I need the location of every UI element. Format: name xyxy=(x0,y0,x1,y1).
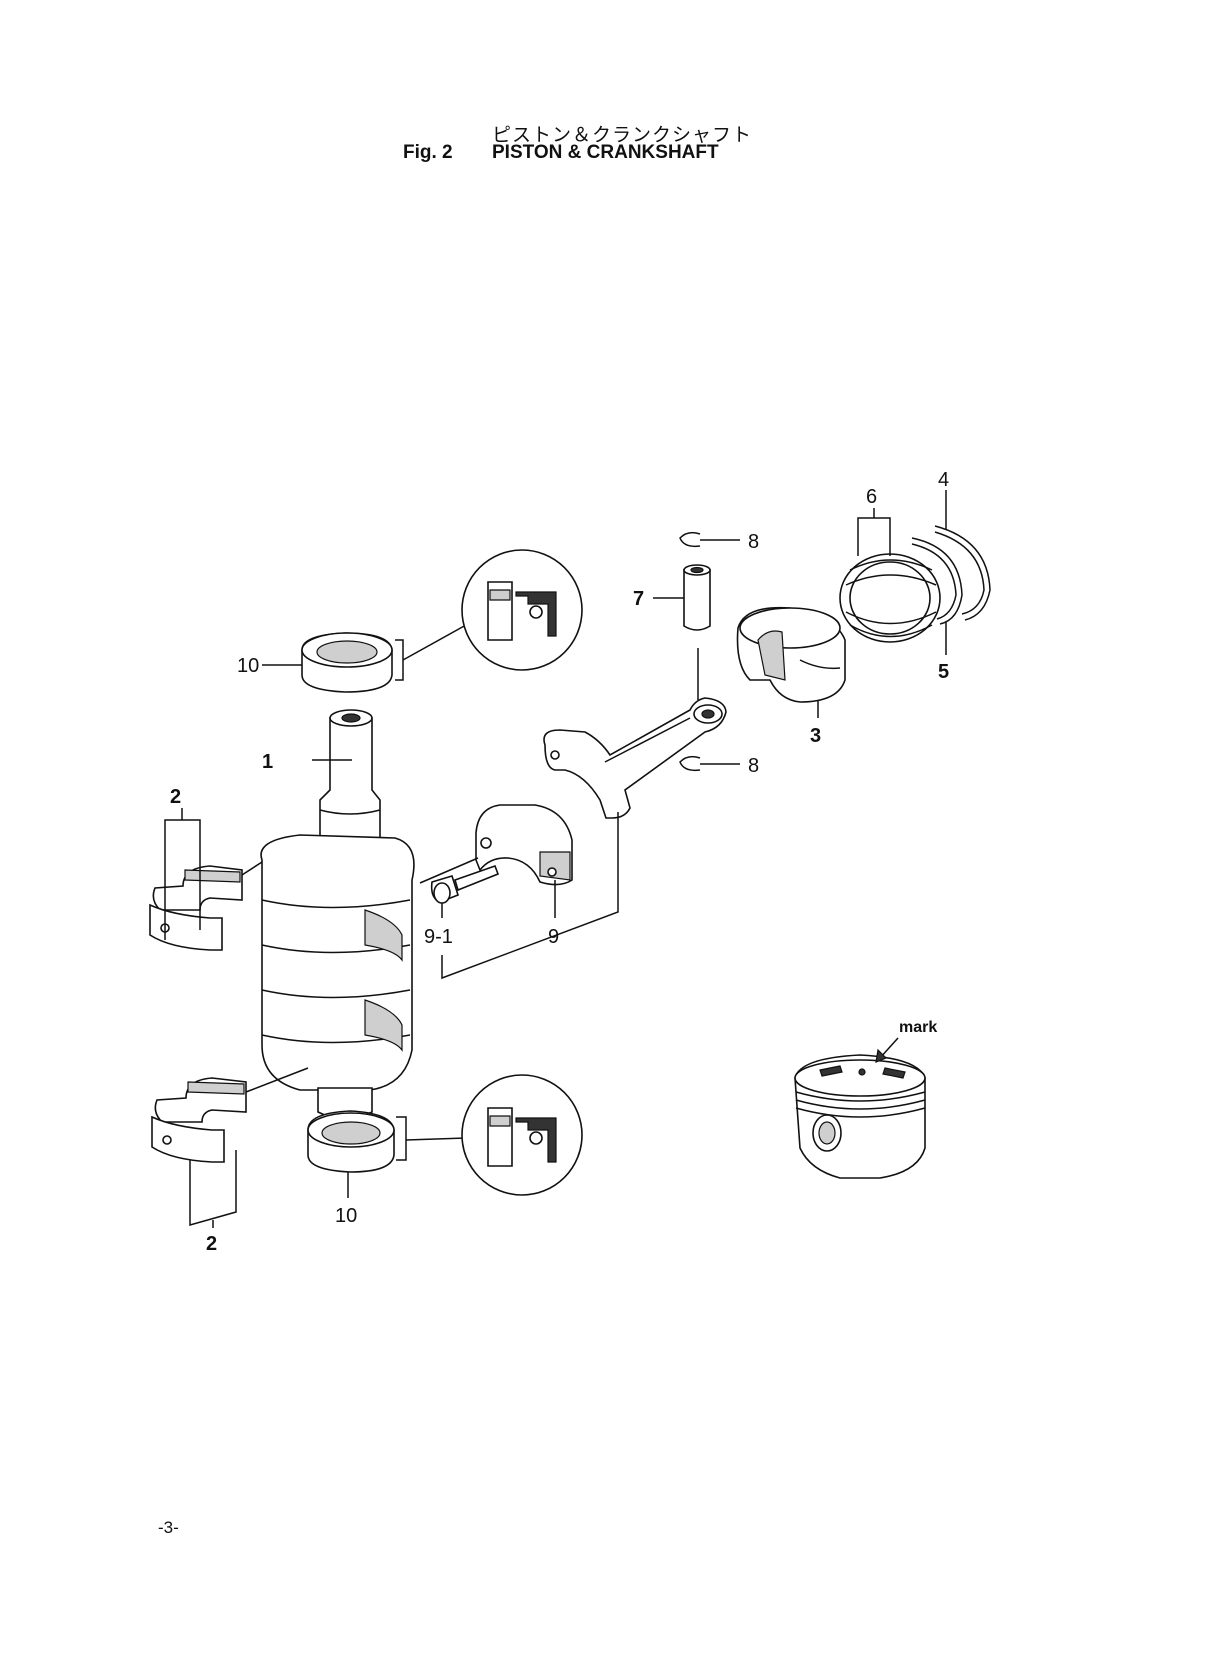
title-japanese: ピストン＆クランクシャフト xyxy=(492,124,753,146)
crankshaft-part xyxy=(260,709,415,1120)
clip-top-part xyxy=(679,531,701,548)
piston-ring-top-part xyxy=(934,525,991,621)
callout-9: 9 xyxy=(548,926,559,948)
rod-bolt-part xyxy=(430,864,500,904)
bracket-10-top xyxy=(395,639,404,681)
bracket-9 xyxy=(441,826,619,980)
callout-3: 3 xyxy=(810,725,821,747)
piston-part xyxy=(736,606,846,703)
connecting-rod-part xyxy=(543,697,727,819)
clip-bottom-part xyxy=(679,755,701,772)
piston-ring-set-part xyxy=(839,553,941,643)
callout-5: 5 xyxy=(938,661,949,683)
callout-9-1: 9-1 xyxy=(424,926,453,948)
callout-1: 1 xyxy=(262,751,273,773)
callout-8-bottom: 8 xyxy=(748,755,759,777)
title-english: PISTON & CRANKSHAFT xyxy=(492,142,719,163)
bracket-10-bottom xyxy=(396,1116,407,1161)
leader-line xyxy=(402,624,467,661)
bracket-2-bottom xyxy=(189,1150,237,1226)
callout-8-top: 8 xyxy=(748,531,759,553)
mark-arrow-head xyxy=(875,1048,888,1063)
callout-7: 7 xyxy=(633,588,644,610)
piston-pin-part xyxy=(683,564,711,631)
callout-10-bottom: 10 xyxy=(335,1205,357,1227)
oil-seal-bottom-part xyxy=(307,1110,395,1173)
callout-4: 4 xyxy=(938,469,949,491)
mark-label: mark xyxy=(899,1019,937,1036)
leader-line xyxy=(419,857,479,884)
callout-6: 6 xyxy=(866,486,877,508)
seal-detail-bottom xyxy=(461,1074,583,1196)
piston-mark-detail xyxy=(794,1054,926,1179)
page-number: -3- xyxy=(158,1518,179,1537)
leader-line xyxy=(245,1067,309,1093)
oil-seal-top-part xyxy=(301,632,393,693)
main-bearing-bottom-part xyxy=(151,1077,247,1163)
figure-label: Fig. 2 xyxy=(403,142,453,163)
piston-ring-second-part xyxy=(911,537,963,625)
rod-cap-part xyxy=(475,804,573,886)
callout-10-top: 10 xyxy=(237,655,259,677)
main-bearing-top-part xyxy=(149,865,243,951)
leader-line xyxy=(405,1137,467,1141)
callout-2-bottom: 2 xyxy=(206,1233,217,1255)
bracket-6 xyxy=(857,517,891,556)
seal-detail-top xyxy=(461,549,583,671)
callout-2-top: 2 xyxy=(170,786,181,808)
leader-line xyxy=(241,861,263,876)
